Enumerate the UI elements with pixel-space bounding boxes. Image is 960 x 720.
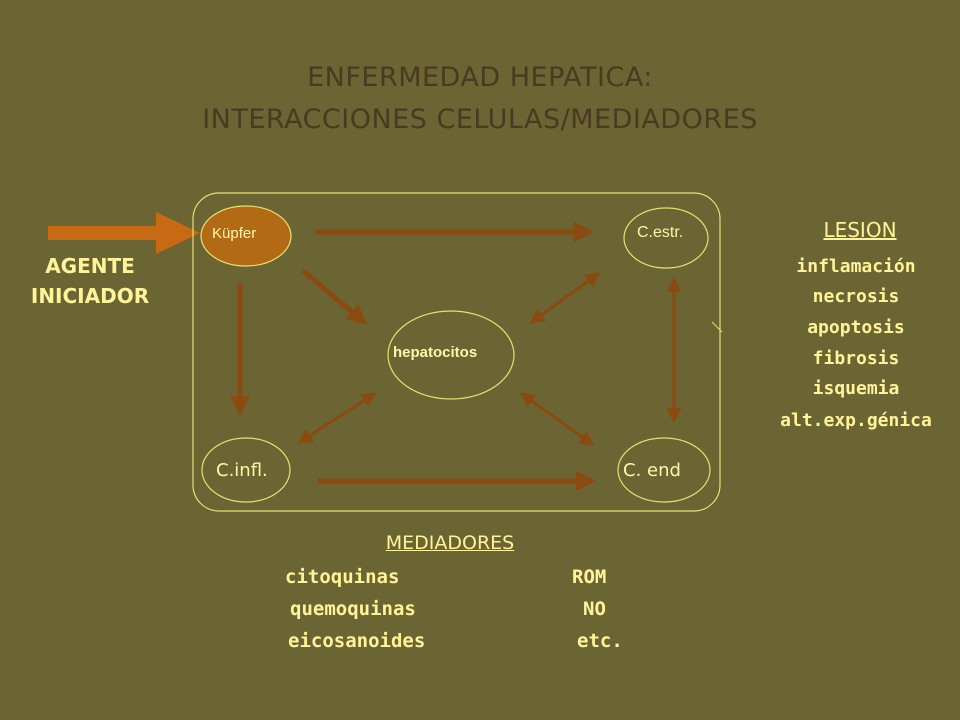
- lesion-item: isquemia: [812, 378, 900, 399]
- mediador-item: quemoquinas: [290, 598, 416, 620]
- hepatocitos-label: hepatocitos: [393, 344, 478, 361]
- lesion-heading-text: LESION: [823, 218, 897, 242]
- mediador-item: eicosanoides: [288, 630, 426, 652]
- page-title-line1: ENFERMEDAD HEPATICA:: [307, 62, 653, 93]
- lesion-item: alt.exp.génica: [780, 410, 932, 431]
- arrow-hepatocitos-end: [519, 392, 595, 446]
- mediador-item: etc.: [577, 630, 623, 652]
- mediadores-heading: MEDIADORES: [340, 532, 560, 554]
- end-node: [617, 437, 711, 503]
- hepatocitos-node: [387, 310, 515, 400]
- infl-label: C.infl.: [216, 460, 268, 481]
- lesion-item: necrosis: [812, 286, 900, 307]
- kupfer-node: [200, 205, 292, 267]
- lesion-heading: LESION: [760, 218, 960, 242]
- arrow-kupfer-hepatocitos: [300, 268, 368, 325]
- mediador-item: NO: [583, 598, 606, 620]
- agent-arrow: [48, 212, 200, 254]
- mediador-item: citoquinas: [285, 566, 400, 588]
- page-title-line2: INTERACCIONES CELULAS/MEDIADORES: [202, 104, 758, 135]
- mediador-item: ROM: [572, 566, 607, 588]
- arrow-hepatocitos-estr: [529, 272, 601, 324]
- lesion-item: inflamación: [796, 256, 916, 277]
- end-label: C. end: [623, 460, 681, 481]
- cell-box: [192, 192, 721, 512]
- arrow-hepatocitos-infl: [297, 392, 377, 444]
- agent-label-line1: AGENTE: [45, 254, 135, 278]
- lesion-connector: [711, 321, 723, 333]
- agent-label-line2: INICIADOR: [30, 284, 150, 308]
- lesion-item: fibrosis: [812, 348, 900, 369]
- estr-node: [623, 207, 709, 269]
- estr-label: C.estr.: [637, 224, 684, 241]
- kupfer-label: Küpfer: [212, 225, 257, 242]
- infl-node: [201, 437, 291, 503]
- mediadores-heading-text: MEDIADORES: [385, 532, 515, 554]
- lesion-item: apoptosis: [807, 317, 905, 338]
